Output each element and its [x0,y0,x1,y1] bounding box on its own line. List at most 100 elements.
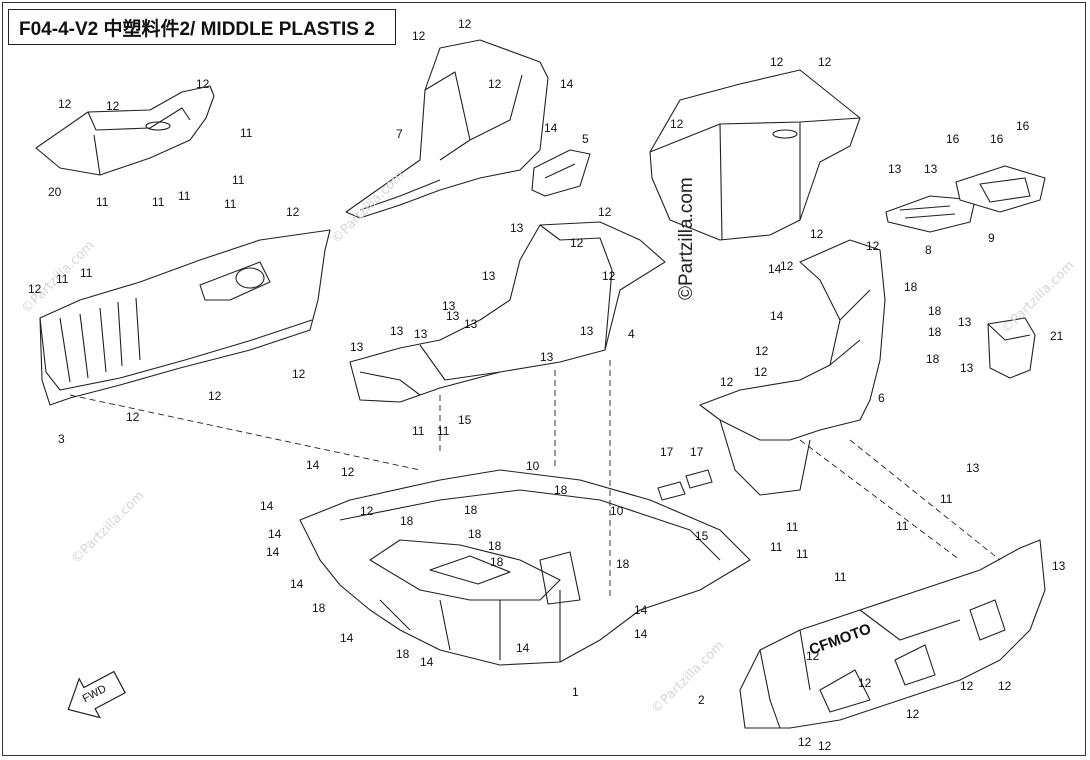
part-3-left-panel [39,229,331,406]
callout-number: 21 [1050,329,1064,343]
part-5-bezel [531,149,591,197]
callout-number: 11 [940,492,953,506]
callout-number: 18 [616,557,630,571]
callout-number: 12 [755,344,769,358]
callout-number: 11 [232,173,245,187]
callout-number: 18 [396,647,410,661]
callout-number: 11 [80,266,93,280]
part-21-bracket [987,317,1036,379]
callout-number: 7 [396,127,403,141]
part-17-pads [657,469,713,501]
callout-number: 13 [960,361,974,375]
part-19-box [649,69,861,241]
callout-number: 18 [312,601,326,615]
callout-number: 12 [458,17,472,31]
callout-number: 14 [290,577,304,591]
callout-number: 14 [268,527,282,541]
callout-number: 13 [446,309,460,323]
callout-number: 13 [924,162,938,176]
callout-number: 12 [570,236,584,250]
callout-number: 13 [414,327,428,341]
callout-number: 14 [420,655,434,669]
callout-number: 13 [966,461,980,475]
callout-number: 14 [770,309,784,323]
callout-number: 10 [610,504,624,518]
callout-number: 14 [634,603,648,617]
callout-number: 14 [516,641,530,655]
callout-number: 11 [96,195,109,209]
callout-number: 12 [598,205,612,219]
callout-number: 12 [602,269,616,283]
callout-number: 12 [488,77,502,91]
callout-number: 1 [572,685,579,699]
callout-number: 12 [106,99,120,113]
callout-number: 12 [798,735,812,749]
callout-number: 17 [660,445,674,459]
callout-number: 12 [360,504,374,518]
callout-number: 13 [1052,559,1066,573]
callout-number: 13 [958,315,972,329]
callout-number: 12 [58,97,72,111]
callout-number: 18 [904,280,918,294]
callout-number: 5 [582,132,589,146]
part-8-pad [885,195,976,233]
callout-number: 11 [412,424,425,438]
callout-number: 12 [754,365,768,379]
callout-number: 6 [878,391,885,405]
callout-number: 11 [56,272,69,286]
callout-number: 14 [266,545,280,559]
callout-number: 9 [988,231,995,245]
callout-number: 11 [437,424,450,438]
callout-number: 12 [858,676,872,690]
callout-number: 13 [464,317,478,331]
callout-number: 18 [468,527,482,541]
callout-number: 12 [866,239,880,253]
watermark-main: ©Partzilla.com [676,177,697,300]
callout-number: 2 [698,693,705,707]
callout-number: 12 [341,465,355,479]
callout-number: 15 [458,413,472,427]
callout-number: 14 [260,499,274,513]
callout-number: 13 [350,340,364,354]
part-7-tunnel [345,39,549,219]
callout-number: 12 [906,707,920,721]
callout-number: 11 [178,189,191,203]
callout-number: 11 [224,197,237,211]
callout-number: 12 [28,282,42,296]
callout-number: 12 [670,117,684,131]
callout-number: 13 [888,162,902,176]
callout-number: 16 [1016,119,1030,133]
callout-number: 12 [412,29,426,43]
callout-number: 18 [490,555,504,569]
callout-number: 18 [928,304,942,318]
callout-number: 18 [928,325,942,339]
part-6-right-cover [699,239,886,496]
part-2-right-panel [739,539,1046,729]
callout-number: 12 [818,739,832,753]
title-box: F04-4-V2 中塑料件2/ MIDDLE PLASTIS 2 [8,9,396,45]
callout-number: 18 [488,539,502,553]
callout-number: 18 [926,352,940,366]
callout-number: 12 [810,227,824,241]
callout-number: 13 [510,221,524,235]
callout-number: 11 [770,540,783,554]
part-4-console [349,221,666,403]
part-1-floor [299,469,751,666]
callout-number: 14 [340,631,354,645]
callout-number: 11 [896,519,909,533]
callout-number: 11 [240,126,253,140]
callout-number: 11 [796,547,809,561]
page-title: F04-4-V2 中塑料件2/ MIDDLE PLASTIS 2 [19,18,375,40]
callout-number: 11 [786,520,799,534]
part-9-pad [955,165,1046,213]
callout-number: 12 [770,55,784,69]
callout-number: 17 [690,445,704,459]
callout-number: 16 [946,132,960,146]
callout-number: 12 [196,77,210,91]
callout-number: 13 [482,269,496,283]
callout-number: 12 [208,389,222,403]
callout-number: 13 [390,324,404,338]
callout-number: 12 [126,410,140,424]
